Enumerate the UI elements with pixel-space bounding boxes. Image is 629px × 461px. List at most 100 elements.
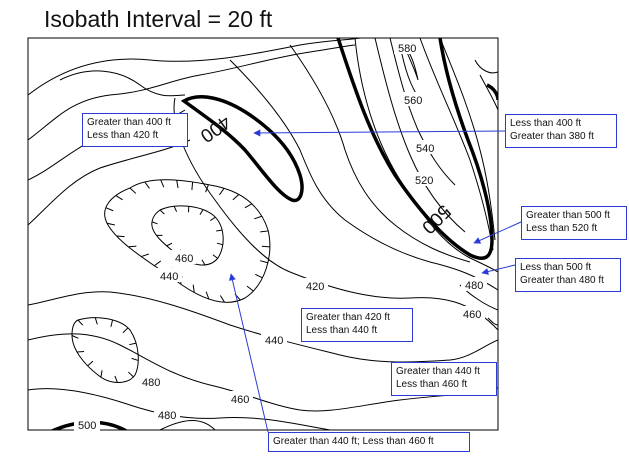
contour-480-right	[354, 38, 498, 273]
hachure-tick	[87, 360, 94, 367]
hachure-tick	[128, 371, 134, 378]
label-440-ring: 440	[160, 271, 178, 283]
contour-line	[28, 139, 191, 226]
contour-500-bold-small	[486, 83, 498, 101]
contour-440	[28, 291, 498, 363]
contour-line	[28, 44, 356, 141]
hachure-tick	[219, 295, 225, 303]
contour-line	[487, 317, 498, 326]
label-460-right: 460	[463, 309, 481, 321]
hachure-tick	[219, 188, 225, 196]
hachure-tick	[131, 357, 139, 361]
hachure-tick	[254, 215, 262, 220]
pointer-b	[253, 129, 506, 137]
contour-460	[28, 333, 498, 412]
map-frame	[27, 37, 499, 431]
contour-line	[229, 59, 498, 291]
hachure-tick	[260, 260, 268, 264]
callout-greater-440: Greater than 440 ft Less than 460 ft	[391, 362, 497, 396]
callout-less-500: Less than 500 ft Greater than 480 ft	[515, 258, 621, 292]
hachure-tick	[141, 253, 149, 258]
label-580: 580	[398, 43, 416, 55]
hachure-tick	[201, 259, 206, 266]
hachure-tick	[100, 370, 103, 378]
hachure-tick	[106, 222, 115, 226]
hachure-tick	[105, 207, 114, 212]
hachure-marks	[71, 179, 270, 383]
depression-460-ring	[151, 205, 224, 266]
hachure-tick	[116, 235, 125, 238]
depression-480-small	[71, 317, 139, 383]
contour-500-bold	[336, 38, 494, 260]
hachure-tick	[128, 245, 137, 248]
hachure-tick	[144, 181, 150, 189]
hachure-tick	[191, 181, 194, 190]
label-540: 540	[416, 143, 434, 155]
hachure-tick	[246, 285, 254, 292]
hachure-tick	[244, 203, 253, 209]
hachure-tick	[216, 242, 223, 246]
hachure-tick	[205, 291, 210, 300]
contour-540	[389, 38, 456, 186]
hachure-tick	[173, 206, 178, 212]
hachure-tick	[261, 245, 270, 248]
hachure-tick	[205, 184, 209, 193]
pointer-d	[481, 264, 516, 275]
hachure-tick	[159, 209, 165, 215]
hachure-tick	[210, 216, 216, 221]
label-460-bottom: 460	[231, 394, 249, 406]
map-title: Isobath Interval = 20 ft	[44, 6, 273, 32]
hachure-tick	[122, 327, 129, 334]
hachure-tick	[94, 317, 98, 325]
contour-line	[479, 74, 498, 111]
pointer-c	[473, 221, 522, 244]
hachure-tick	[71, 335, 79, 339]
hachure-tick	[114, 375, 118, 383]
callout-less-400: Less than 400 ft Greater than 380 ft	[505, 114, 617, 148]
contour-line	[419, 38, 494, 251]
hachure-tick	[151, 221, 158, 225]
label-500-bottom: 500	[78, 420, 96, 432]
depression-440-ring	[104, 179, 271, 303]
hachure-tick	[212, 254, 219, 259]
label-500-bold: 500	[417, 200, 454, 237]
contour-400-bold	[180, 95, 304, 203]
contour-420	[173, 97, 498, 331]
label-480-small: 480	[142, 377, 160, 389]
callout-greater-500: Greater than 500 ft Less than 520 ft	[521, 206, 627, 240]
hachure-tick	[129, 187, 137, 194]
hachure-tick	[260, 230, 269, 233]
hachure-tick	[129, 342, 137, 346]
hachure-tick	[77, 319, 84, 326]
label-480-bottom: 480	[158, 410, 176, 422]
hachure-tick	[255, 273, 263, 279]
callout-greater-440-single: Greater than 440 ft; Less than 460 ft	[268, 432, 470, 452]
contour-line	[59, 70, 186, 97]
contour-line	[474, 59, 498, 74]
label-480-right: 480	[465, 280, 483, 292]
hachure-tick	[110, 319, 114, 327]
hachure-tick	[115, 195, 123, 201]
callout-greater-400: Greater than 400 ft Less than 420 ft	[82, 113, 188, 147]
hachure-tick	[154, 260, 162, 267]
hachure-tick	[232, 194, 240, 201]
contour-line	[439, 38, 496, 241]
hachure-tick	[160, 179, 165, 188]
callout-greater-420: Greater than 420 ft Less than 440 ft	[301, 308, 413, 342]
hachure-tick	[199, 209, 204, 216]
hachure-tick	[166, 242, 173, 247]
pointer-g	[229, 273, 269, 433]
contour-line	[289, 44, 471, 263]
hachure-tick	[192, 284, 195, 293]
hachure-tick	[176, 180, 179, 189]
label-560: 560	[404, 95, 422, 107]
label-420: 420	[306, 281, 324, 293]
hachure-tick	[216, 229, 223, 232]
contour-line	[28, 38, 361, 96]
label-520: 520	[415, 175, 433, 187]
contour-line	[159, 420, 216, 430]
label-460-inner: 460	[175, 253, 193, 265]
label-440: 440	[265, 335, 283, 347]
contour-520	[374, 38, 466, 233]
